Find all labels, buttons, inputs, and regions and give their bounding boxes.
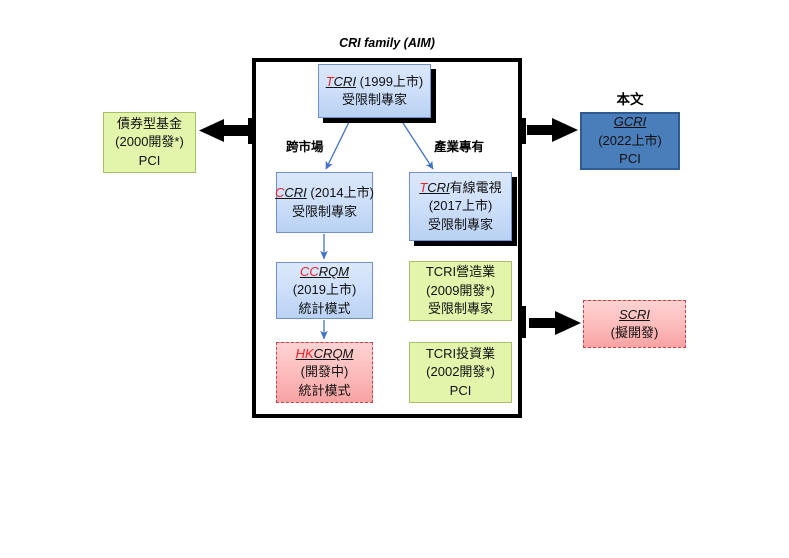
node-scri-code-rest: SCRI <box>618 306 651 322</box>
node-hkcrqm-line3: 統計模式 <box>298 382 351 398</box>
node-ccri-line1: CCRI (2014上市) <box>275 184 374 202</box>
arrow-to-bond-fund <box>199 119 251 142</box>
branch-label-cross-market: 跨市場 <box>286 140 324 154</box>
node-tcri-line2: 受限制專家 <box>341 92 407 107</box>
node-hkcrqm-code: HKCRQM <box>296 346 354 361</box>
node-ccrqm-line1: CCRQM <box>300 263 349 281</box>
node-ccri-code: CCRI <box>275 185 307 200</box>
node-gcri-line2: (2022上市) <box>598 132 662 148</box>
node-tcri-cable-tv-code: TCRI <box>419 180 449 195</box>
node-ccri-listing: (2014上市) <box>306 185 374 201</box>
node-tcri-code-rest: CRI <box>333 73 357 89</box>
node-tcri-cable-tv-line2: (2017上市) <box>428 198 493 214</box>
node-tcri-listing: (1999上市) <box>356 73 424 89</box>
node-ccrqm-code-rest: RQM <box>318 263 350 279</box>
node-tcri-cable-tv-code-rest: CRI <box>427 179 450 195</box>
node-bond-fund[interactable]: 債券型基金 (2000開發*) PCI <box>103 112 196 173</box>
cri-family-group-frame <box>252 58 522 418</box>
node-tcri-cable-tv[interactable]: TCRI有線電視 (2017上市) 受限制專家 <box>409 172 512 241</box>
arrow-stub-right-bottom <box>522 306 526 338</box>
node-ccrqm[interactable]: CCRQM (2019上市) 統計模式 <box>276 262 373 319</box>
node-tcri-investment-line1: TCRI投資業 <box>425 345 496 361</box>
node-scri-line1: SCRI <box>619 306 650 324</box>
arrow-to-gcri <box>527 118 578 142</box>
label-benwen: 本文 <box>616 92 644 107</box>
arrow-stub-right-top <box>522 118 526 144</box>
node-tcri-cable-tv-code-prefix: T <box>419 179 428 195</box>
node-tcri-cable-tv-line3: 受限制專家 <box>427 216 493 232</box>
cri-family-group-title: CRI family (AIM) <box>339 36 435 50</box>
node-scri-line2: (擬開發) <box>610 325 659 340</box>
node-tcri-code-prefix: T <box>325 73 334 89</box>
node-tcri-code: TCRI <box>326 74 356 89</box>
node-tcri-cable-tv-line1: TCRI有線電視 <box>419 179 501 197</box>
node-scri-code: SCRI <box>619 307 650 322</box>
node-hkcrqm-line2: (開發中) <box>300 364 349 380</box>
node-gcri-code: GCRI <box>614 114 647 129</box>
node-scri[interactable]: SCRI (擬開發) <box>583 300 686 348</box>
node-hkcrqm-code-prefix: HK <box>295 345 314 361</box>
node-tcri-cable-tv-sector: 有線電視 <box>449 179 502 195</box>
node-ccri[interactable]: CCRI (2014上市) 受限制專家 <box>275 172 374 233</box>
node-bond-fund-line2: (2000開發*) <box>115 134 184 150</box>
node-tcri-construction[interactable]: TCRI營造業 (2009開發*) 受限制專家 <box>409 261 512 321</box>
node-tcri-line1: TCRI (1999上市) <box>326 73 424 91</box>
node-tcri-construction-line2: (2009開發*) <box>426 282 495 298</box>
node-tcri-investment-line2: (2002開發*) <box>426 364 495 380</box>
node-gcri-code-rest: GCRI <box>613 114 647 130</box>
node-hkcrqm[interactable]: HKCRQM (開發中) 統計模式 <box>276 342 373 403</box>
node-ccrqm-code: CCRQM <box>300 264 349 279</box>
node-hkcrqm-line1: HKCRQM <box>296 345 354 363</box>
node-gcri-line1: GCRI <box>614 113 647 131</box>
node-gcri-line3: PCI <box>619 151 641 167</box>
node-ccrqm-line2: (2019上市) <box>292 282 357 298</box>
node-tcri-construction-line3: 受限制專家 <box>427 301 493 317</box>
node-ccri-code-prefix: C <box>275 185 285 201</box>
node-tcri-construction-line1: TCRI營造業 <box>425 264 496 280</box>
node-tcri-investment[interactable]: TCRI投資業 (2002開發*) PCI <box>409 342 512 403</box>
node-ccrqm-line3: 統計模式 <box>298 300 351 316</box>
node-gcri[interactable]: GCRI (2022上市) PCI <box>580 112 680 170</box>
node-ccri-line2: 受限制專家 <box>291 203 357 219</box>
node-bond-fund-line1: 債券型基金 <box>116 115 182 131</box>
node-ccrqm-code-prefix: CC <box>299 263 319 279</box>
node-hkcrqm-code-rest: CRQM <box>313 345 354 361</box>
arrow-to-scri <box>529 311 581 335</box>
node-tcri[interactable]: TCRI (1999上市) 受限制專家 <box>318 64 431 118</box>
branch-label-industry-specific: 產業專有 <box>434 140 485 154</box>
node-ccri-code-rest: CRI <box>284 185 307 201</box>
node-bond-fund-line3: PCI <box>138 152 161 168</box>
node-tcri-investment-line3: PCI <box>449 382 472 398</box>
